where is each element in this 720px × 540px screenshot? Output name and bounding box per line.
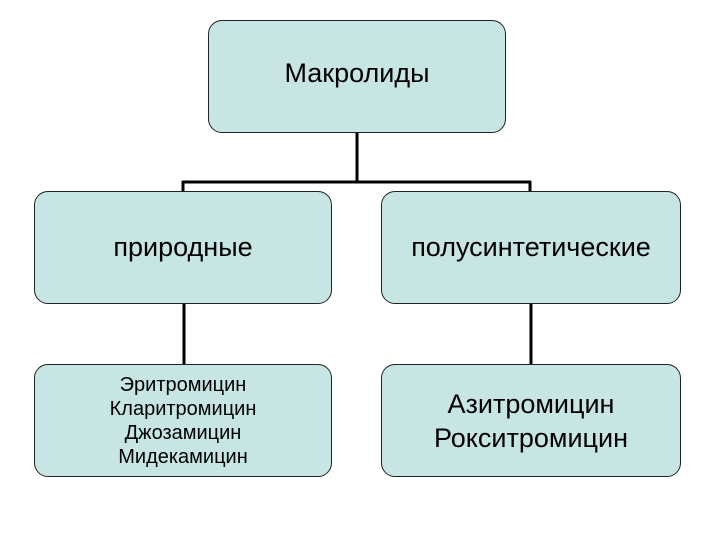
drug-josamycin: Джозамицин [124,421,242,444]
category-node-semisynthetic: полусинтетические [381,191,681,304]
category-node-natural: природные [34,191,332,304]
drug-list-natural: Эритромицин Кларитромицин Джозамицин Мид… [34,364,332,477]
drug-erythromycin: Эритромицин [119,373,247,396]
drug-clarithromycin: Кларитромицин [109,397,257,420]
drug-azithromycin: Азитромицин [447,388,615,419]
category-natural-label: природные [113,232,253,262]
category-semisynthetic-label: полусинтетические [411,232,651,262]
drug-roxithromycin: Рокситромицин [433,422,629,453]
drug-midecamycin: Мидекамицин [118,445,248,468]
root-node-macrolides: Макролиды [208,20,506,133]
drug-list-semisynthetic: Азитромицин Рокситромицин [381,364,681,477]
root-node-label: Макролиды [284,58,430,88]
